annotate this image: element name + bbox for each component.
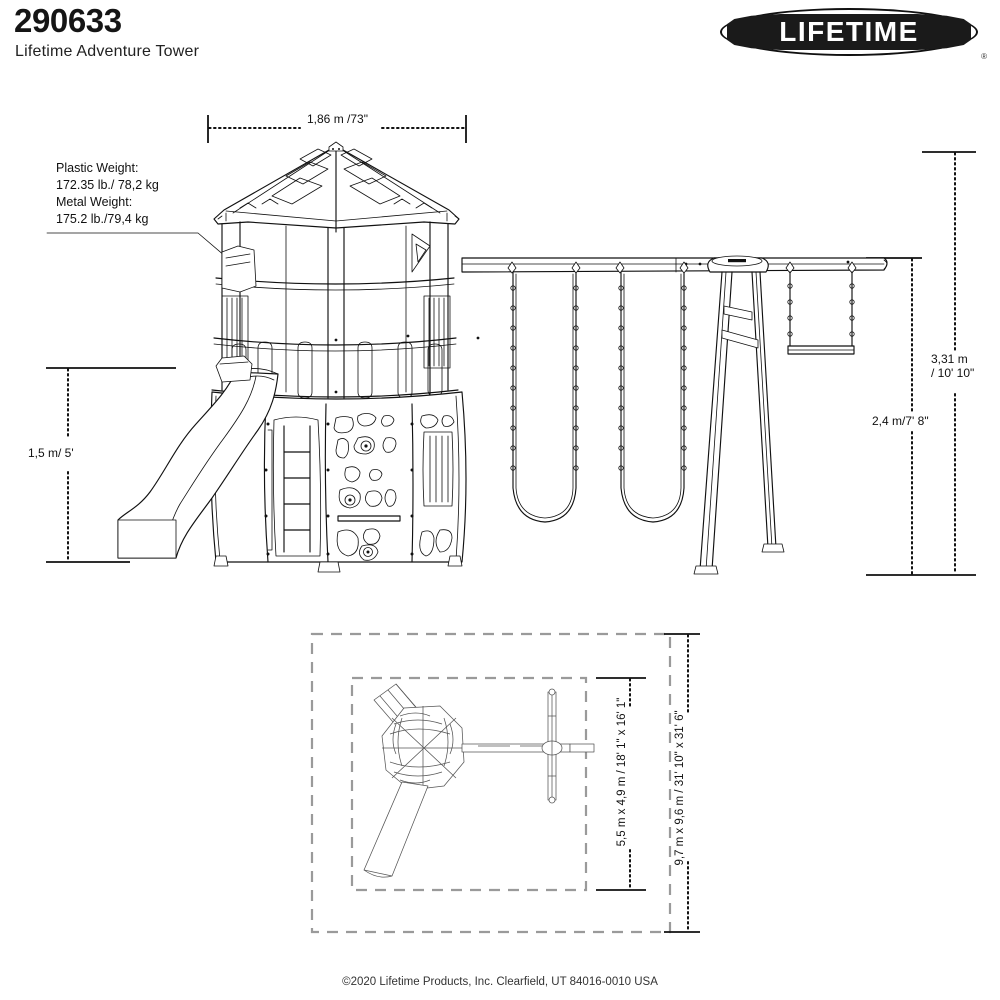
- weight-callout: Plastic Weight: 172.35 lb./ 78,2 kg Meta…: [56, 160, 159, 228]
- page-title: 290633: [14, 2, 122, 39]
- dimension-tower-width: 1,86 m /73": [307, 112, 368, 126]
- overall-height-line-2: / 10' 10": [931, 366, 975, 380]
- belt-swing: [507, 261, 581, 523]
- copyright-footer: ©2020 Lifetime Products, Inc. Clearfield…: [342, 976, 658, 988]
- safety-zone-boundary: [310, 632, 672, 934]
- plan-swing-beam: [461, 688, 595, 804]
- model-name: Lifetime Adventure Tower: [15, 43, 200, 60]
- dimension-swing-beam-height: 2,4 m/7' 8": [872, 414, 929, 428]
- registered-trademark-icon: ®: [981, 52, 987, 61]
- lifetime-oval-logo: LIFETIME ®: [720, 8, 987, 61]
- unit-footprint-dimension: [596, 677, 646, 891]
- slide-hood: [215, 355, 253, 383]
- metal-weight-label: Metal Weight:: [56, 195, 133, 209]
- swing-beam: [461, 257, 888, 273]
- unit-footprint-boundary: [350, 676, 588, 892]
- top-plan-view: [363, 683, 595, 878]
- dimension-deck-height: 1,5 m/ 5': [28, 446, 74, 460]
- logo-fill: [727, 14, 971, 50]
- logo-wordmark: LIFETIME: [779, 16, 919, 47]
- peaked-octagonal-roof: [213, 141, 460, 233]
- plastic-weight-value: 172.35 lb./ 78,2 kg: [56, 178, 159, 192]
- safety-zone-dimension: [664, 633, 700, 933]
- width-dimension-line: [207, 115, 467, 143]
- plan-slide: [363, 781, 429, 878]
- logo-outer-ring: [720, 8, 978, 56]
- a-frame-leg: [693, 255, 785, 575]
- belt-swing: [615, 261, 689, 523]
- dimension-overall-height: 3,31 m / 10' 10": [931, 352, 974, 380]
- access-ladder: [267, 416, 322, 557]
- weight-leader-line: [46, 232, 233, 263]
- plastic-weight-label: Plastic Weight:: [56, 161, 139, 175]
- overall-height-dimension: [866, 151, 976, 576]
- plan-roof-octagon: [381, 705, 465, 791]
- trapeze-bar: [785, 261, 857, 355]
- metal-weight-value: 175.2 lb./79,4 kg: [56, 212, 149, 226]
- rock-climbing-panel: [264, 413, 455, 561]
- overall-height-line-1: 3,31 m: [931, 352, 968, 366]
- swing-height-dimension: [866, 257, 922, 575]
- wave-slide: [117, 368, 279, 559]
- deck-height-dimension: [46, 367, 176, 563]
